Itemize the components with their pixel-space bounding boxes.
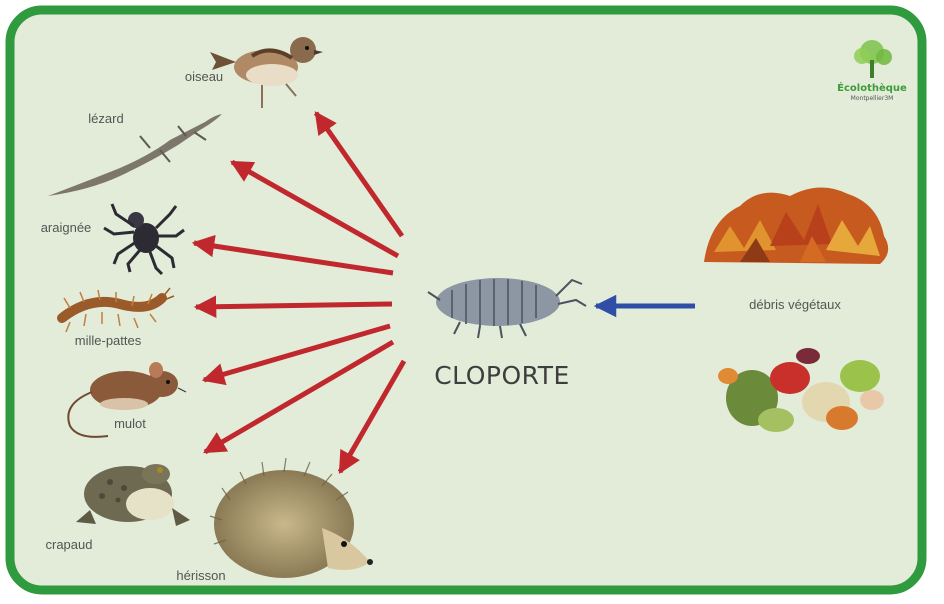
label-herisson: hérisson — [176, 568, 225, 583]
label-crapaud: crapaud — [46, 537, 93, 552]
label-oiseau: oiseau — [185, 69, 223, 84]
label-mulot: mulot — [114, 416, 146, 431]
logo-subtitle: Montpellier3M — [851, 95, 894, 102]
center-label: CLOPORTE — [434, 361, 570, 390]
label-lezard: lézard — [88, 111, 123, 126]
label-debris: débris végétaux — [749, 297, 841, 312]
logo-title: Écolothèque — [837, 81, 907, 94]
arrow-to-mille-pattes — [196, 304, 392, 307]
label-araignee: araignée — [41, 220, 92, 235]
label-mille-pattes: mille-pattes — [75, 333, 142, 348]
